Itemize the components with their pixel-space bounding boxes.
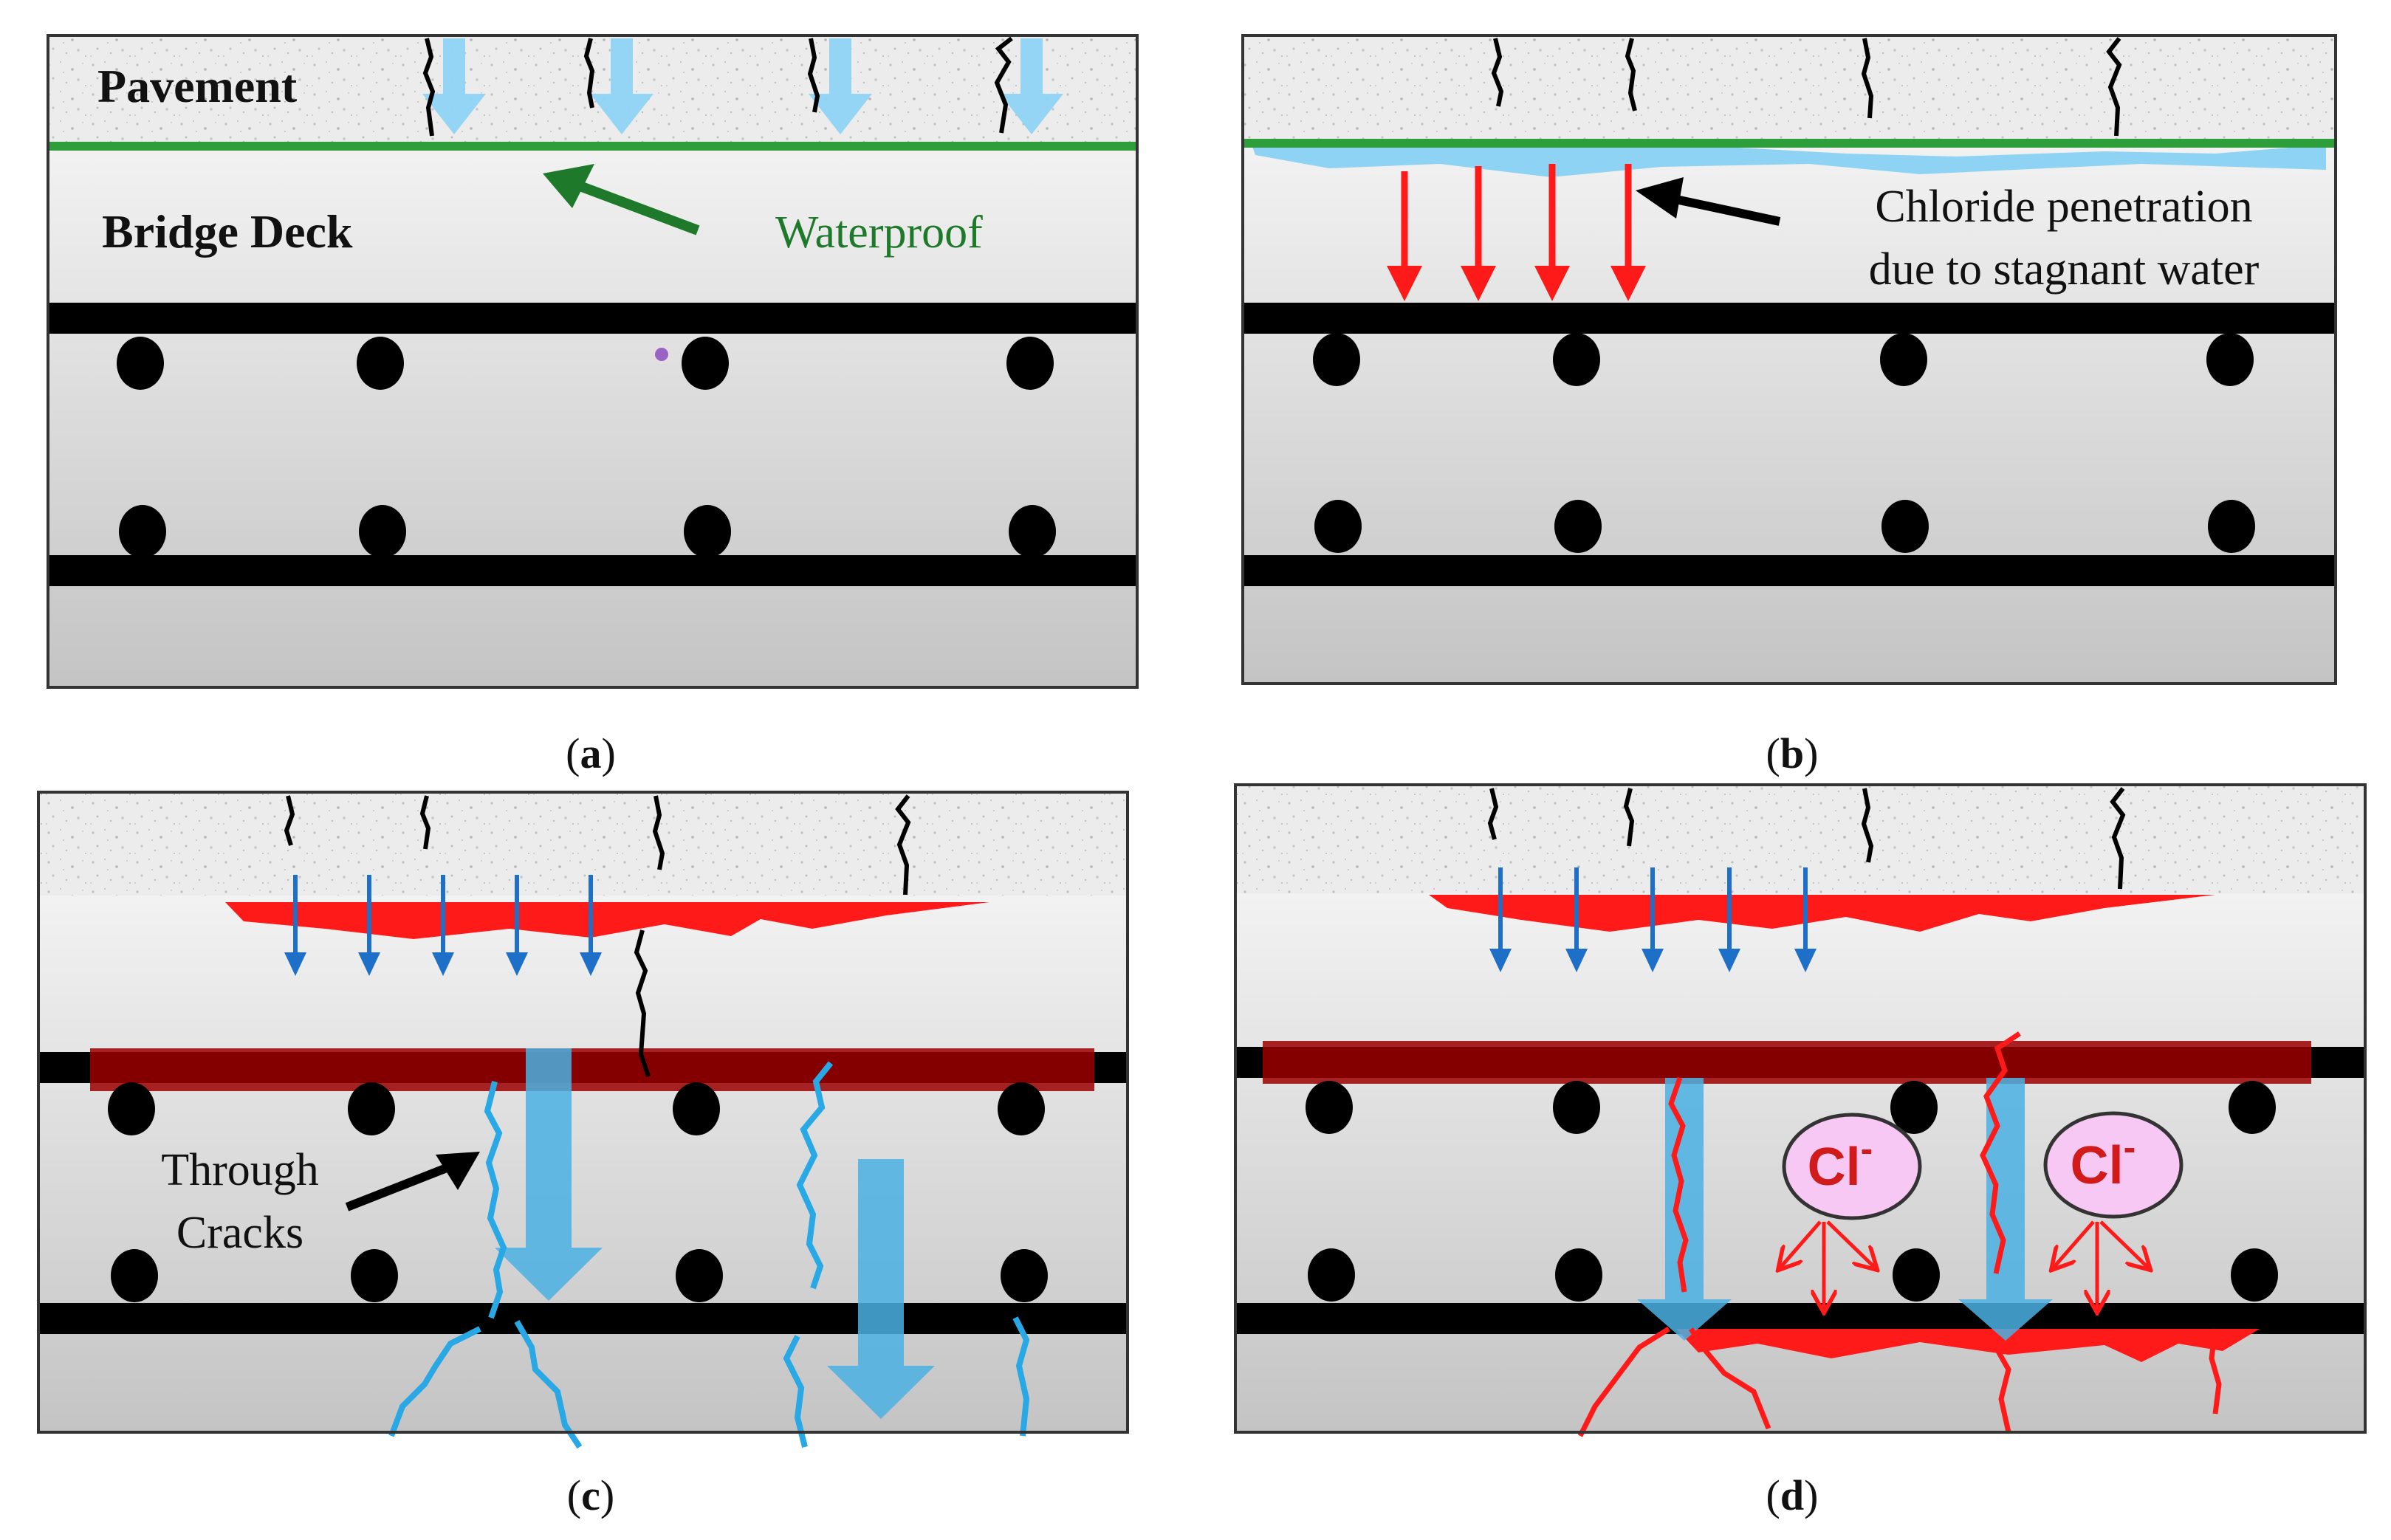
ion-2-spread-arrows: [2053, 1220, 2149, 1310]
bottom-rebar: [48, 555, 1137, 586]
waterproof-arrow: [574, 179, 700, 236]
rebar-dots: [1313, 333, 2255, 553]
chloride-label-line1: Chloride penetration: [1875, 182, 2252, 232]
pavement-layer: [1235, 785, 2365, 893]
water-shafts: [1637, 1078, 2053, 1341]
chloride-ion-label: Cl-: [1808, 1128, 1873, 1197]
chloride-pointer-arrow: [1667, 193, 1781, 226]
water-arrows: [422, 38, 1063, 134]
top-rebar: [1243, 303, 2336, 334]
chloride-ion-2: Cl-: [2043, 1111, 2184, 1310]
panel-a-border: [47, 34, 1139, 689]
bottom-rebar: [38, 1303, 1128, 1334]
corroded-top-rebar: [1263, 1041, 2311, 1084]
waterproof-label: Waterproof: [775, 207, 983, 258]
chloride-ion-label: Cl-: [2071, 1127, 2136, 1195]
pavement-layer: [48, 35, 1137, 145]
rebar-dots: [108, 1082, 1048, 1302]
pavement-cracks: [284, 794, 911, 1077]
panel-d-border: [1234, 783, 2367, 1434]
panel-c-border: [37, 791, 1129, 1434]
waterproof-membrane: [48, 142, 1137, 151]
chloride-label-line2: due to stagnant water: [1869, 244, 2260, 295]
blue-downward-arrows: [284, 875, 602, 976]
through-cracks-label-line2: Cracks: [176, 1208, 303, 1258]
blue-downward-arrows: [1489, 867, 1817, 972]
panel-caption-b: (b): [1766, 729, 1819, 777]
ion-1-spread-arrows: [1780, 1220, 1876, 1310]
chloride-cracks: [1577, 1031, 2222, 1437]
chloride-front: [1429, 895, 2215, 932]
bridge-deck-label: Bridge Deck: [102, 205, 353, 258]
through-cracks: [388, 1061, 1030, 1449]
top-rebar: [48, 303, 1137, 334]
panel-caption-c: (c): [567, 1471, 614, 1519]
stray-dot: [655, 348, 668, 361]
through-cracks-label-line1: Through: [161, 1145, 319, 1195]
chloride-ion-1: Cl-: [1780, 1113, 1922, 1310]
pavement-layer: [1243, 35, 2336, 145]
bridge-deck-layer: [48, 145, 1137, 687]
chloride-front: [225, 902, 989, 939]
bottom-rebar: [1243, 555, 2336, 586]
pavement-cracks: [422, 36, 1013, 137]
panel-a: Pavement Bridge Deck Waterproof (a): [47, 34, 1139, 777]
rebar-dots: [117, 337, 1056, 558]
chloride-arrows: [1387, 164, 1646, 301]
pavement-label: Pavement: [97, 60, 298, 112]
pavement-cracks: [1487, 787, 2126, 890]
bridge-deck-layer: [1243, 145, 2336, 684]
stagnant-water: [1252, 145, 2326, 177]
panel-c: Through Cracks (c): [37, 791, 1129, 1519]
panel-b: Chloride penetration due to stagnant wat…: [1241, 34, 2337, 777]
water-shafts: [495, 1048, 935, 1419]
waterproof-membrane: [1243, 139, 2336, 148]
panel-caption-a: (a): [566, 729, 616, 777]
panel-caption-d: (d): [1766, 1471, 1819, 1519]
through-cracks-arrow: [345, 1162, 453, 1211]
bottom-chloride-front: [1676, 1329, 2260, 1362]
corroded-top-rebar: [90, 1048, 1094, 1091]
bridge-deck-layer: [38, 896, 1128, 1432]
panel-b-border: [1241, 34, 2337, 685]
pavement-cracks: [1491, 37, 2122, 137]
panel-d: Cl- Cl- (d): [1234, 783, 2367, 1519]
pavement-layer: [38, 792, 1128, 896]
rebar-dots: [1306, 1081, 2278, 1302]
